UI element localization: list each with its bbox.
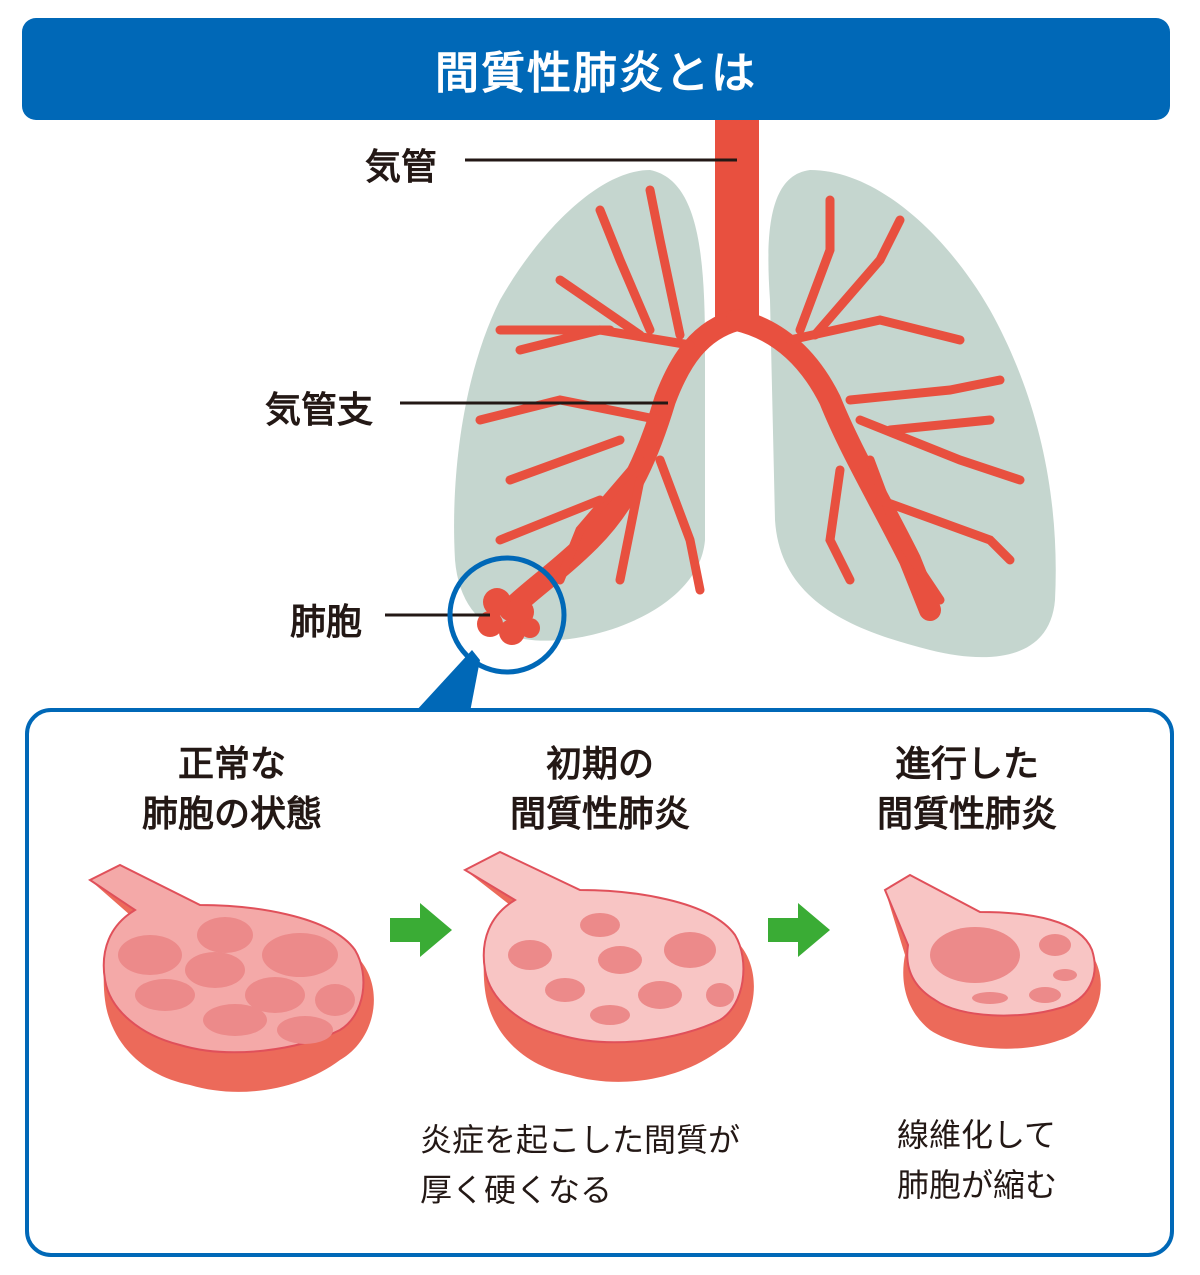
normal-alveolus-icon [88,863,374,1092]
zoom-circle [447,555,567,675]
alveoli-cluster-icon [477,588,540,645]
stage-heading-advanced: 進行した間質性肺炎 [876,744,1057,835]
arrow-right-icon [768,903,830,957]
caption-early: 炎症を起こした間質が厚く硬くなる [420,1121,741,1209]
caption-advanced: 線維化して肺胞が縮む [897,1116,1058,1204]
advanced-fibrosis-alveolus-icon [883,873,1101,1049]
airway-tree [475,120,1025,621]
label-alveoli: 肺胞 [290,602,363,643]
stage-heading-early: 初期の間質性肺炎 [509,744,690,835]
stage-heading-normal: 正常な肺胞の状態 [141,744,322,835]
label-trachea: 気管 [365,147,438,188]
stages-panel [25,708,1174,1257]
page-title: 間質性肺炎とは [435,48,757,99]
label-bronchi: 気管支 [265,390,374,431]
early-fibrosis-alveolus-icon [462,850,754,1082]
arrow-right-icon [390,903,452,957]
title-banner: 間質性肺炎とは [22,18,1170,120]
